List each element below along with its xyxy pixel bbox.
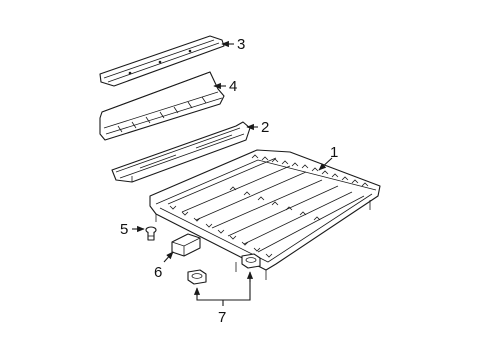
callout-4: 4 bbox=[229, 78, 237, 95]
leader-1 bbox=[318, 157, 333, 171]
part-4-front-panel bbox=[99, 71, 225, 141]
part-2-crossmember bbox=[111, 121, 251, 183]
part-6-bracket bbox=[171, 233, 201, 257]
part-5-fastener bbox=[145, 226, 157, 241]
callout-6: 6 bbox=[154, 264, 162, 281]
leader-6 bbox=[163, 251, 174, 263]
callout-5: 5 bbox=[120, 221, 128, 238]
callout-3: 3 bbox=[237, 36, 245, 53]
callout-2: 2 bbox=[261, 119, 269, 136]
part-7-clip-right bbox=[241, 253, 261, 269]
part-1-floor-pan bbox=[149, 149, 381, 280]
part-3-sill-strip bbox=[99, 35, 225, 87]
part-7-clip-left bbox=[187, 269, 207, 285]
callout-1: 1 bbox=[330, 144, 338, 161]
callout-7: 7 bbox=[218, 309, 226, 326]
